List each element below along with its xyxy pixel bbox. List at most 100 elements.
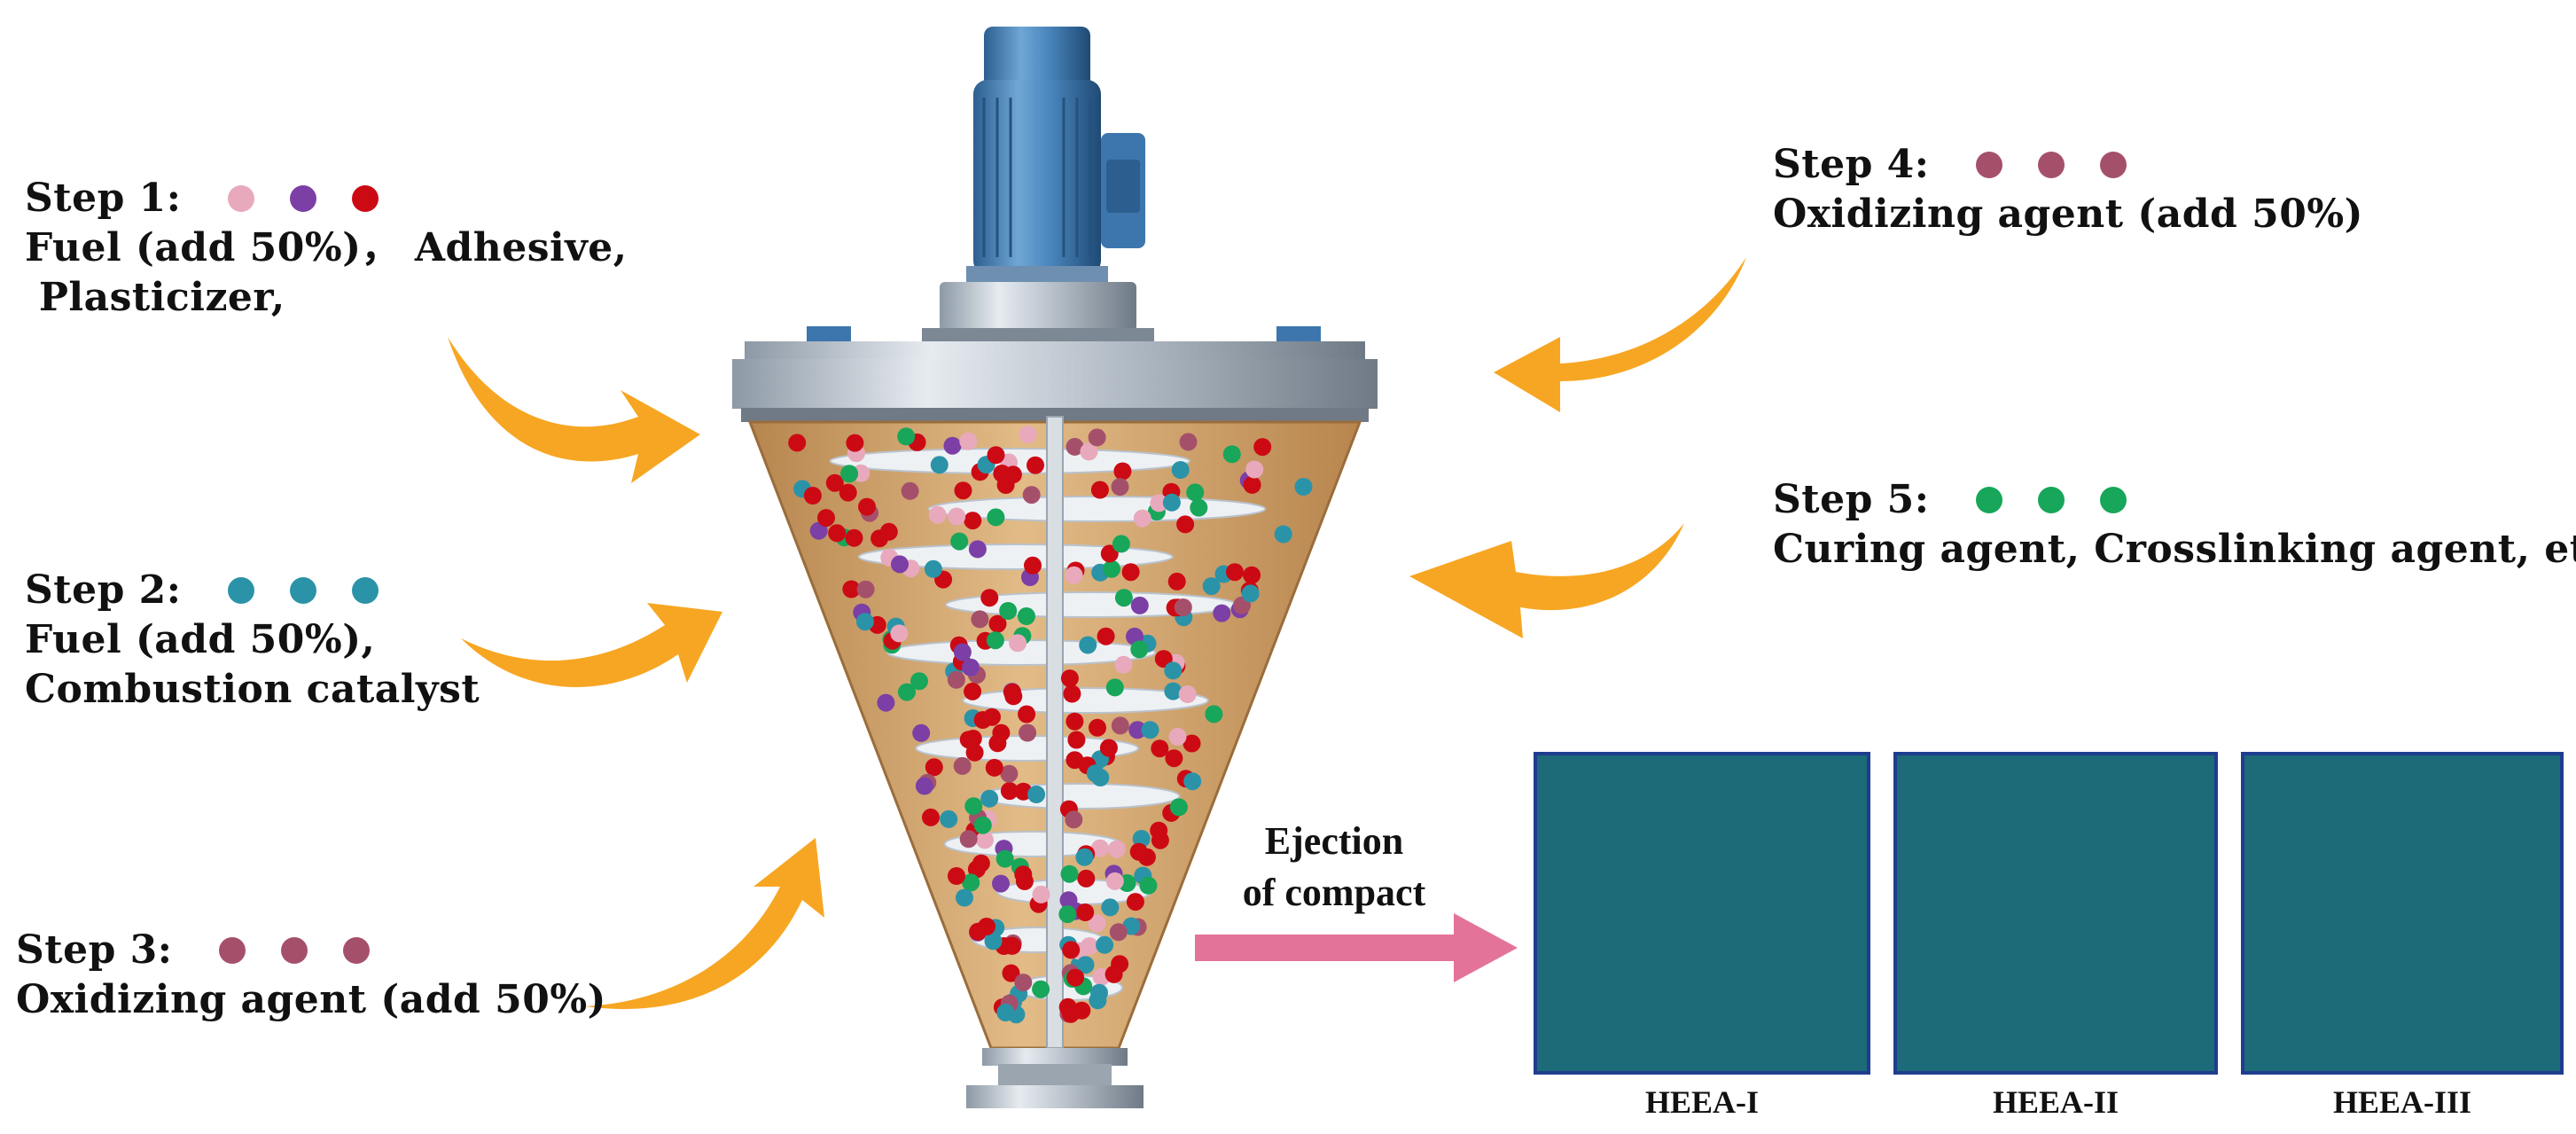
particle bbox=[1099, 739, 1118, 757]
particle bbox=[1014, 974, 1033, 992]
particle bbox=[1164, 682, 1183, 700]
sample-photo-2 bbox=[1893, 752, 2218, 1075]
step-1-line-2: Plasticizer, bbox=[25, 275, 285, 320]
particle bbox=[1066, 968, 1085, 987]
particle bbox=[1114, 655, 1133, 674]
particle bbox=[1032, 980, 1050, 998]
particle bbox=[1063, 684, 1081, 703]
particle bbox=[987, 446, 1005, 465]
particle bbox=[1062, 941, 1081, 959]
particle bbox=[1090, 481, 1109, 499]
particle bbox=[1128, 721, 1147, 739]
step-1-dots bbox=[227, 185, 379, 212]
particle bbox=[1103, 559, 1120, 578]
particle bbox=[995, 849, 1014, 868]
particle bbox=[1190, 498, 1208, 517]
particle bbox=[1167, 572, 1186, 590]
particle bbox=[1162, 493, 1181, 512]
step-2-dots bbox=[227, 577, 379, 604]
particle bbox=[855, 613, 874, 631]
particle bbox=[1150, 494, 1168, 512]
particle bbox=[1073, 1001, 1091, 1020]
ejection-label: Ejection of compact bbox=[1214, 816, 1454, 919]
mauve-dot-icon bbox=[218, 937, 246, 964]
particle bbox=[1150, 821, 1168, 840]
particle bbox=[839, 483, 857, 502]
step2-arrow bbox=[461, 603, 722, 687]
particle bbox=[1096, 935, 1114, 954]
step-5-line-1: Curing agent, Crosslinking agent, etc bbox=[1773, 527, 2576, 572]
particle bbox=[1165, 749, 1183, 768]
particle bbox=[1111, 478, 1129, 497]
step-3-line-1: Oxidizing agent (add 50%) bbox=[16, 977, 606, 1022]
particle bbox=[1205, 705, 1223, 723]
step-2-line-1: Fuel (add 50%), bbox=[25, 617, 376, 662]
particle bbox=[1075, 848, 1094, 866]
particle bbox=[1174, 598, 1192, 616]
particle bbox=[912, 723, 931, 742]
step-4-label: Step 4: Oxidizing agent (add 50%) bbox=[1773, 140, 2363, 239]
sample-photo-3 bbox=[2241, 752, 2564, 1075]
particle bbox=[924, 559, 942, 578]
particle bbox=[953, 756, 972, 775]
particle bbox=[1066, 437, 1084, 456]
particle bbox=[1022, 486, 1041, 504]
particle bbox=[1111, 955, 1129, 974]
purple-dot-icon bbox=[289, 185, 316, 212]
particle bbox=[1058, 997, 1077, 1016]
particle bbox=[1014, 865, 1033, 884]
particle bbox=[1002, 964, 1020, 982]
step-2-title: Step 2: bbox=[25, 567, 182, 613]
particle bbox=[891, 555, 909, 574]
particle bbox=[985, 758, 1003, 777]
particle bbox=[1186, 483, 1205, 502]
particle bbox=[988, 614, 1007, 633]
particle bbox=[1151, 739, 1169, 758]
motor bbox=[966, 27, 1145, 285]
particle bbox=[959, 830, 978, 849]
particle bbox=[1088, 428, 1106, 447]
particle bbox=[1243, 475, 1261, 494]
step-4-title: Step 4: bbox=[1773, 142, 1930, 187]
particle bbox=[964, 797, 983, 816]
teal-dot-icon bbox=[351, 577, 379, 604]
particle bbox=[964, 682, 982, 700]
particle bbox=[809, 521, 828, 540]
particle bbox=[972, 854, 990, 872]
particle bbox=[1141, 721, 1159, 739]
particle bbox=[980, 589, 999, 607]
particle bbox=[992, 723, 1011, 742]
particle bbox=[890, 624, 909, 643]
particle bbox=[1130, 640, 1149, 659]
particle bbox=[1226, 563, 1244, 582]
step-1-title: Step 1: bbox=[25, 176, 182, 221]
sample-label-3: HEEA-III bbox=[2332, 1084, 2472, 1120]
particle bbox=[925, 758, 943, 777]
particle bbox=[962, 873, 980, 892]
particle bbox=[788, 434, 807, 452]
step-3-label: Step 3: Oxidizing agent (add 50%) bbox=[16, 926, 606, 1025]
step-arrows bbox=[448, 257, 1746, 1010]
particle bbox=[1024, 556, 1042, 575]
particle bbox=[984, 932, 1003, 950]
particle bbox=[1111, 716, 1129, 735]
particle bbox=[856, 580, 875, 598]
particle bbox=[1294, 478, 1313, 496]
particle bbox=[1137, 848, 1156, 866]
particle bbox=[962, 658, 980, 676]
particle bbox=[1133, 509, 1151, 528]
particle bbox=[1090, 983, 1108, 1002]
particle bbox=[1107, 840, 1126, 858]
particle bbox=[1253, 438, 1272, 457]
particle bbox=[973, 816, 992, 834]
mauve-dot-icon bbox=[2037, 152, 2065, 178]
particle bbox=[1065, 810, 1083, 829]
particle bbox=[870, 529, 889, 548]
particle bbox=[1164, 661, 1183, 680]
step-3-dots bbox=[218, 937, 370, 964]
particle bbox=[1100, 544, 1119, 563]
step-1-label: Step 1: Fuel (add 50%)， Adhesive, Plasti… bbox=[25, 174, 628, 323]
particle bbox=[1086, 764, 1105, 783]
bottom-outlet bbox=[966, 1048, 1144, 1108]
particle bbox=[1171, 461, 1190, 479]
